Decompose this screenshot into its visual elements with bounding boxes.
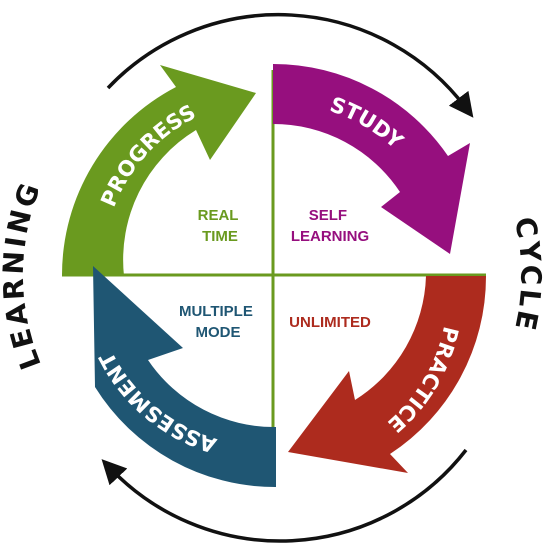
unlimited-label: UNLIMITED: [289, 314, 371, 331]
cycle-arrow-bottom: [101, 448, 468, 543]
study-arrow: [273, 63, 470, 254]
progress-arrow: [61, 65, 256, 276]
learning-label: LEARNING: [0, 176, 48, 374]
multiple-mode-label: MULTIPLE MODE: [179, 303, 257, 341]
assesment-arrow: [93, 266, 276, 488]
real-time-label: REAL TIME: [198, 207, 243, 245]
cycle-label: CYCLE: [508, 214, 548, 335]
cycle-arrow-top: [106, 12, 474, 118]
self-learning-label: SELF LEARNING: [291, 207, 369, 245]
practice-arrow: [288, 276, 487, 473]
